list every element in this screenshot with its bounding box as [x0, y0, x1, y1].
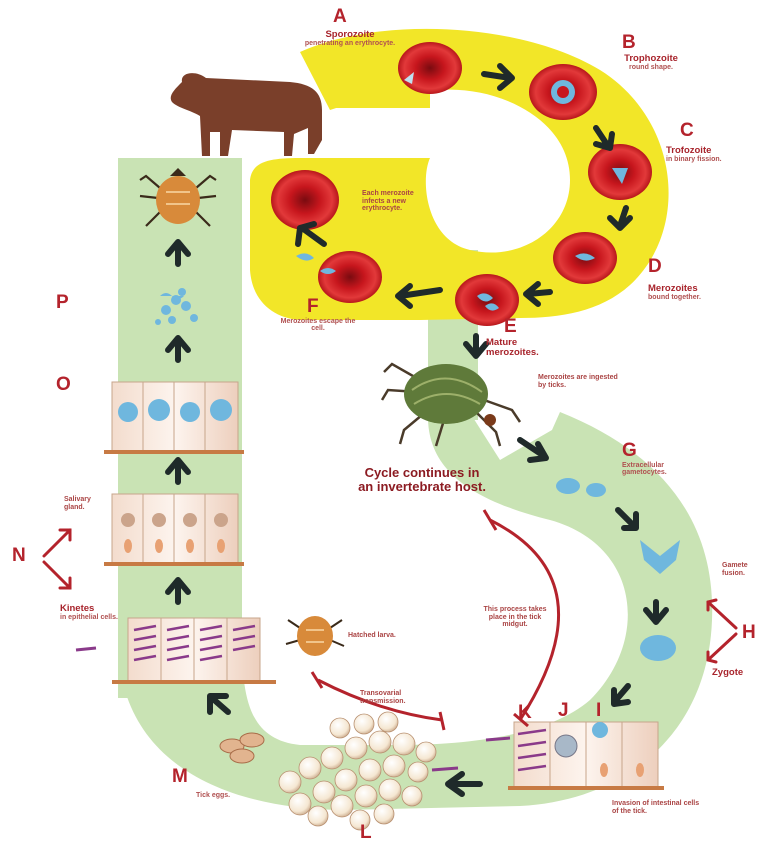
stage-letter-b: B — [622, 32, 636, 54]
stage-letter-g: G — [622, 440, 637, 462]
rbc-new — [271, 170, 339, 230]
stage-letter-f: F — [307, 296, 319, 318]
salivary-cells-row-o — [104, 382, 244, 454]
intestinal-cells-row — [508, 722, 664, 790]
cow-host-icon — [171, 73, 322, 156]
stage-letter-p: P — [56, 292, 69, 314]
stage-letter-d: D — [648, 256, 662, 278]
stage-letter-a: A — [333, 6, 347, 28]
stage-letter-h: H — [742, 622, 756, 644]
kinete-cells-row — [112, 618, 276, 684]
note-transovarial: Transovarial transmission. — [360, 690, 440, 705]
stage-letter-j: J — [558, 700, 569, 722]
note-hatched-larva: Hatched larva. — [348, 632, 418, 640]
salivary-cells-row — [104, 494, 244, 566]
stage-letter-m: M — [172, 766, 188, 788]
stage-letter-l: L — [360, 822, 372, 844]
note-each-merozoite: Each merozoite infects a new erythrocyte… — [362, 190, 434, 213]
stage-letter-c: C — [680, 120, 694, 142]
cycle-continues-label: Cycle continues in an invertebrate host. — [358, 466, 486, 493]
stage-letter-n: N — [12, 545, 26, 567]
label-zygote: Zygote — [712, 668, 743, 678]
note-midgut: This process takes place in the tick mid… — [478, 606, 552, 629]
note-gamete-fusion: Gamete fusion. — [722, 562, 767, 577]
rbc-f — [318, 251, 382, 303]
rbc-a — [398, 42, 462, 94]
note-ingested: Merozoites are ingested by ticks. — [538, 374, 618, 389]
hatched-larva-icon — [286, 616, 344, 656]
stage-letter-o: O — [56, 374, 71, 396]
label-gametocytes: Extracellular gametocytes. — [622, 462, 692, 477]
label-mature-merozoites: Mature merozoites. — [486, 338, 566, 358]
label-merozoites-escape: Merozoites escape the cell. — [278, 318, 358, 333]
label-tick-eggs: Tick eggs. — [196, 792, 256, 799]
stage-letter-k: K — [518, 702, 532, 724]
note-salivary-gland: Salivary gland. — [64, 496, 108, 511]
rbc-b — [529, 64, 597, 120]
stage-letter-i: I — [596, 700, 601, 722]
rbc-d — [553, 232, 617, 284]
note-invasion: Invasion of intestinal cells of the tick… — [612, 800, 702, 815]
stage-letter-e: E — [504, 316, 517, 338]
rbc-c — [588, 144, 652, 200]
